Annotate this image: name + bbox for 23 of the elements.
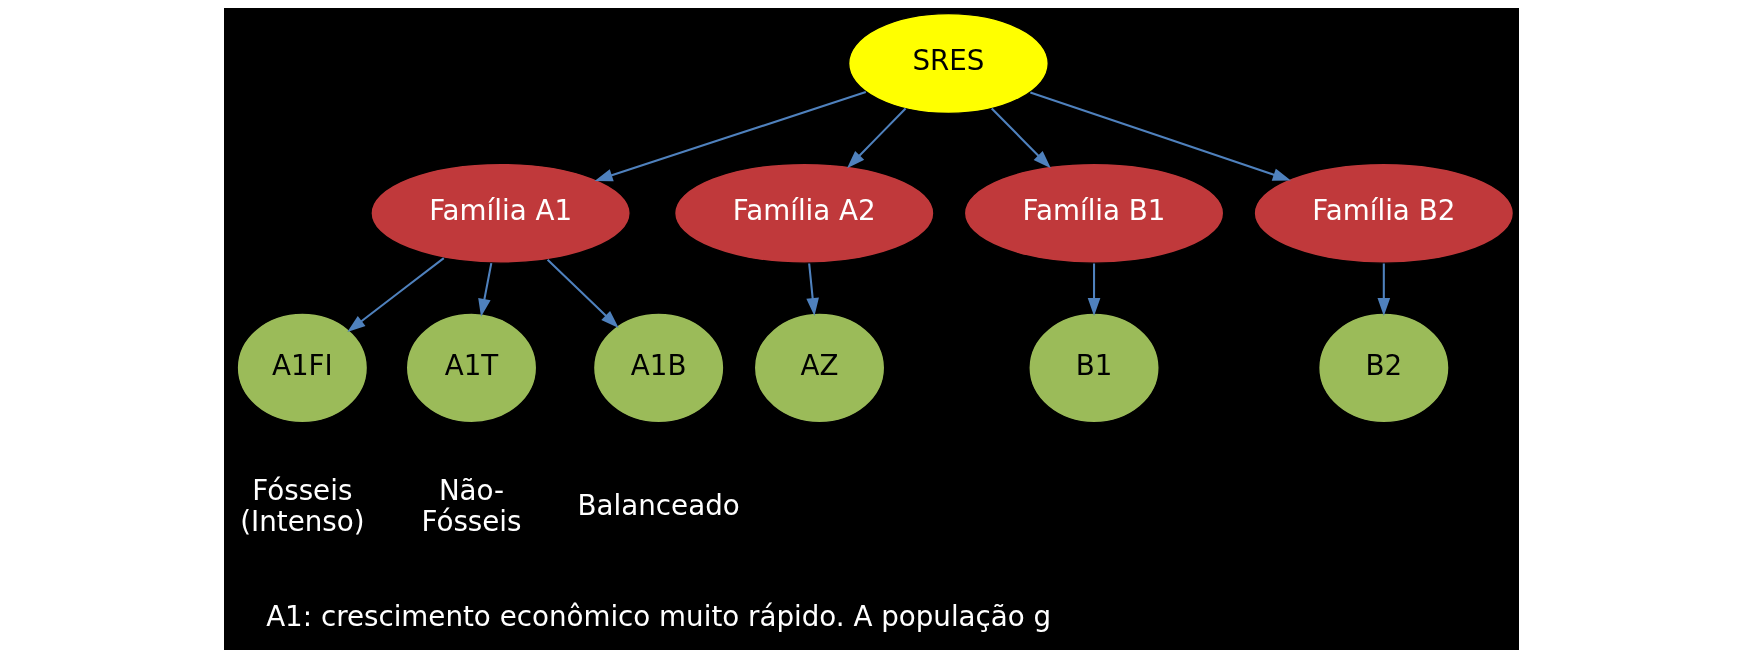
node-ellipse: SRES: [847, 12, 1049, 115]
node-ellipse: A1T: [405, 312, 538, 424]
node-ellipse: Família B2: [1253, 162, 1515, 264]
arrow: [478, 262, 493, 317]
node-ellipse: Família A1: [370, 162, 631, 264]
node-label: Balanceado: [577, 489, 740, 523]
label: A1: crescimento econômico muito rápido. A população g: [266, 600, 1052, 634]
node-ellipse: Família B1: [963, 162, 1225, 264]
arrow: [1377, 263, 1391, 317]
node-ellipse: B2: [1317, 312, 1450, 424]
arrow: [847, 107, 907, 169]
arrow: [347, 257, 445, 333]
node-label: Não-Fósseis: [421, 474, 522, 538]
arrow: [546, 259, 619, 329]
arrow: [991, 107, 1051, 169]
arrow: [806, 263, 819, 317]
node-label: Fósseis (Intenso): [240, 474, 365, 538]
node-ellipse: AZ: [753, 312, 886, 424]
arrow: [1030, 91, 1291, 181]
arrow: [594, 91, 867, 182]
arrow: [1087, 263, 1101, 317]
node-ellipse: B1: [1028, 312, 1160, 424]
node-ellipse: Família A2: [673, 162, 935, 264]
